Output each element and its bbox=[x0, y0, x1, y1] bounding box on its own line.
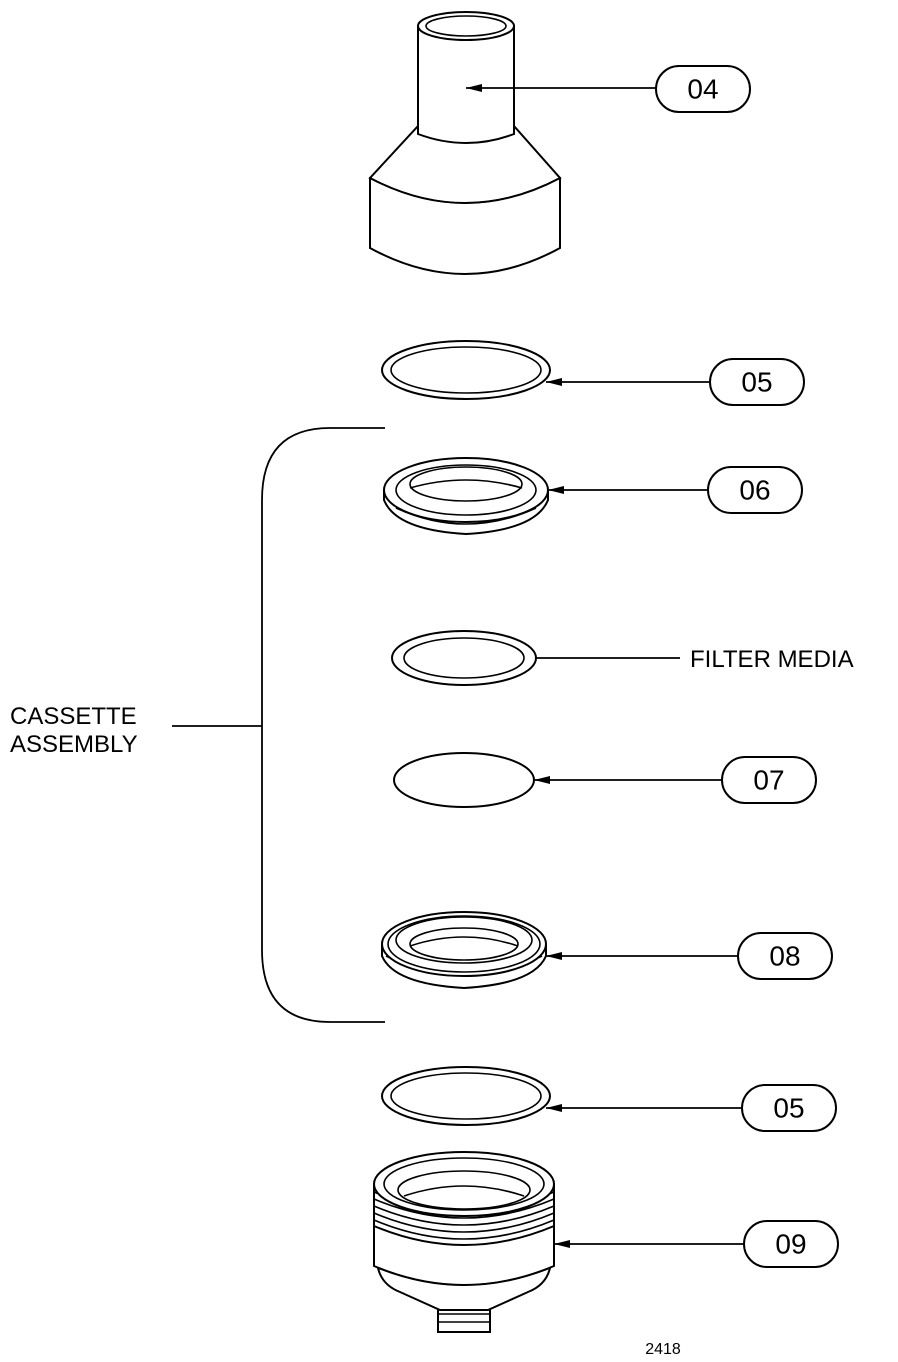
callout-06-label: 06 bbox=[739, 475, 770, 506]
callout-07-label: 07 bbox=[753, 765, 784, 796]
callout-09-balloon: 09 bbox=[743, 1220, 839, 1268]
callout-09-label: 09 bbox=[775, 1229, 806, 1260]
funnel-top-part bbox=[368, 11, 562, 275]
callout-04-balloon: 04 bbox=[655, 65, 751, 113]
callout-05a-label: 05 bbox=[741, 367, 772, 398]
cassette-label-line2: ASSEMBLY bbox=[10, 731, 138, 758]
callout-06-balloon: 06 bbox=[707, 466, 803, 514]
filter-media-part bbox=[391, 630, 537, 686]
disc-part bbox=[393, 752, 535, 808]
filter-media-label: FILTER MEDIA bbox=[690, 646, 854, 673]
cassette-bracket bbox=[261, 427, 385, 1023]
callout-05b-label: 05 bbox=[773, 1093, 804, 1124]
callout-08-balloon: 08 bbox=[737, 932, 833, 980]
callout-07-balloon: 07 bbox=[721, 756, 817, 804]
callout-05b-balloon: 05 bbox=[741, 1084, 837, 1132]
cassette-top-ring-part bbox=[383, 457, 549, 536]
cassette-bottom-ring-part bbox=[381, 911, 547, 990]
callout-08-label: 08 bbox=[769, 941, 800, 972]
base-housing-part bbox=[373, 1151, 555, 1333]
o-ring-upper-part bbox=[381, 340, 551, 400]
o-ring-lower-part bbox=[381, 1066, 551, 1126]
callout-04-label: 04 bbox=[687, 74, 718, 105]
cassette-label-line1: CASSETTE bbox=[10, 703, 137, 730]
figure-number: 2418 bbox=[645, 1341, 681, 1358]
callout-05a-balloon: 05 bbox=[709, 358, 805, 406]
